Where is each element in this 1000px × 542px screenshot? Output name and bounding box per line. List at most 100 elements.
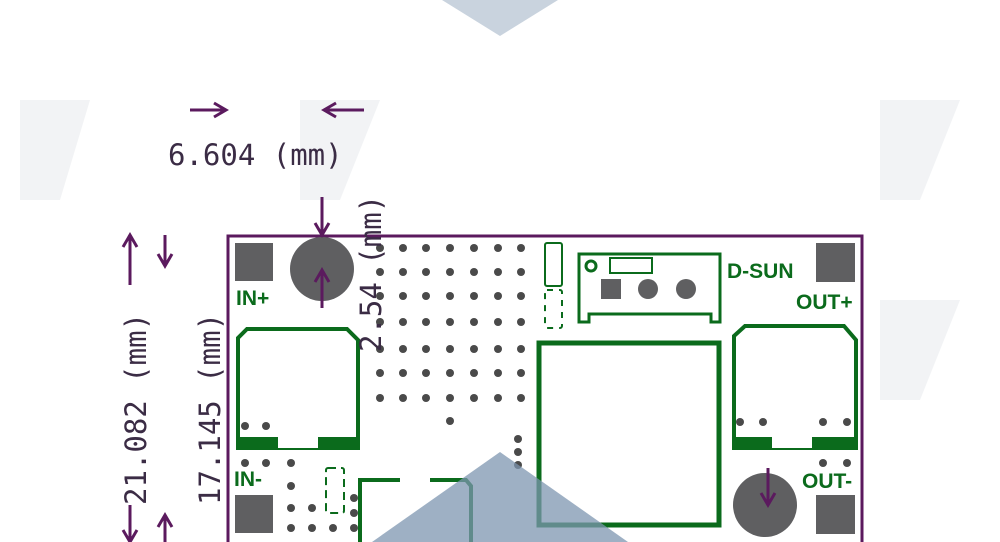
dimension-17-145: 17.145 (mm) [193, 313, 227, 505]
via-dot [422, 268, 430, 276]
dimension-21-082: 21.082 (mm) [119, 313, 153, 505]
via-dot [517, 244, 525, 252]
mounting-hole-right [733, 473, 797, 537]
pot-pin-3 [676, 279, 696, 299]
via-dot [376, 292, 384, 300]
via-dot [350, 494, 358, 502]
inductor-outline [536, 340, 722, 528]
via-dot [494, 292, 502, 300]
via-dot [262, 422, 270, 430]
via-dot [376, 318, 384, 326]
via-dot [514, 435, 522, 443]
via-dot [446, 369, 454, 377]
via-dot [470, 394, 478, 402]
via-dot [446, 318, 454, 326]
via-dot [843, 459, 851, 467]
via-dot [241, 422, 249, 430]
resistor-r1 [544, 242, 563, 287]
via-dot [819, 418, 827, 426]
dimension-arrows [121, 101, 777, 542]
via-dot [262, 459, 270, 467]
capacitor-out-outline [732, 324, 858, 445]
via-dot [399, 345, 407, 353]
via-dot [376, 244, 384, 252]
via-dot [446, 417, 454, 425]
via-dot [470, 345, 478, 353]
via-dot [517, 394, 525, 402]
via-dot [422, 369, 430, 377]
dimension-6-604: 6.604 (mm) [168, 138, 343, 172]
via-dot [514, 448, 522, 456]
watermark-top-triangle [442, 0, 558, 36]
capacitor-out-band [732, 437, 858, 450]
via-dot [350, 524, 358, 532]
via-dot [470, 244, 478, 252]
via-dot [470, 268, 478, 276]
via-dot [350, 509, 358, 517]
via-dot [399, 369, 407, 377]
pad-out-minus [816, 495, 855, 534]
via-dot [494, 394, 502, 402]
via-dot [308, 504, 316, 512]
via-dot [446, 345, 454, 353]
via-dot [399, 244, 407, 252]
via-dot [287, 504, 295, 512]
via-dot [287, 482, 295, 490]
via-dot [422, 345, 430, 353]
via-dot [446, 292, 454, 300]
via-dot [736, 418, 744, 426]
via-dot [446, 244, 454, 252]
resistor-r2 [544, 289, 563, 329]
via-dot [422, 292, 430, 300]
watermark [20, 100, 960, 400]
via-dot [422, 318, 430, 326]
via-dot [759, 418, 767, 426]
board-outline [226, 234, 864, 542]
potentiometer-outline [577, 252, 722, 324]
pad-out-plus [816, 243, 855, 282]
via-dot [287, 524, 295, 532]
via-dot [376, 268, 384, 276]
capacitor-in-outline [236, 327, 360, 445]
via-dot [494, 268, 502, 276]
pot-pin-1 [601, 279, 621, 299]
via-dot [470, 369, 478, 377]
via-dot [422, 244, 430, 252]
via-dot [494, 244, 502, 252]
via-dot [399, 394, 407, 402]
watermark-bottom-triangle [372, 452, 628, 542]
potentiometer-label-box [609, 257, 653, 274]
via-dot [494, 369, 502, 377]
via-dot [376, 394, 384, 402]
label-in-plus: IN+ [236, 287, 269, 310]
capacitor-in-band [236, 437, 360, 450]
label-in-minus: IN- [234, 468, 262, 491]
pad-in-minus [235, 495, 273, 533]
resistor-r3 [325, 467, 345, 514]
via-dot [241, 459, 249, 467]
via-dot [399, 268, 407, 276]
via-dot [376, 369, 384, 377]
dimension-2-54: 2.54 (mm) [354, 195, 388, 352]
via-dot [517, 345, 525, 353]
label-brand: D-SUN [727, 260, 794, 283]
via-dot [399, 318, 407, 326]
via-dot [376, 345, 384, 353]
via-dot [287, 459, 295, 467]
via-dot [446, 394, 454, 402]
label-out-plus: OUT+ [796, 291, 853, 314]
label-out-minus: OUT- [802, 470, 852, 493]
pot-pin-2 [638, 279, 658, 299]
via-dot [446, 268, 454, 276]
via-dot [517, 292, 525, 300]
via-dot [470, 318, 478, 326]
via-dot [494, 345, 502, 353]
via-dot [308, 524, 316, 532]
via-dot [470, 292, 478, 300]
via-grid [241, 244, 851, 532]
pad-in-plus [235, 243, 273, 281]
via-dot [517, 369, 525, 377]
via-dot [494, 318, 502, 326]
via-dot [422, 394, 430, 402]
via-dot [517, 318, 525, 326]
